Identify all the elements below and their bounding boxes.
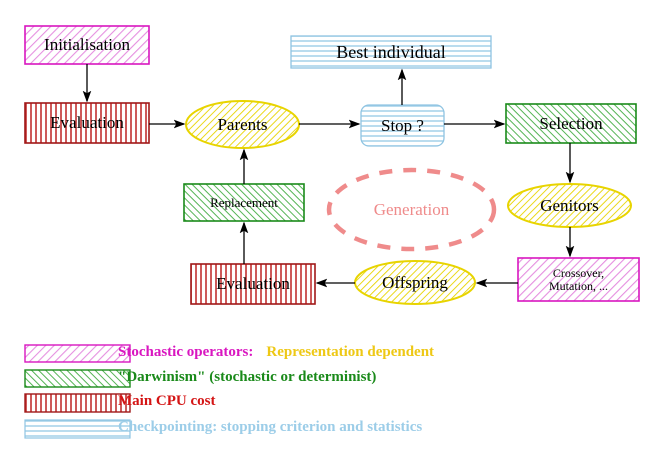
legend-cpu-primary: Main CPU cost: [118, 393, 216, 409]
node-replacement: [183, 183, 305, 222]
legend-row-checkpoint: Checkpointing: stopping criterion and st…: [118, 419, 422, 436]
legend-darwinism-primary: "Darwinism" (stochastic or determinist): [118, 369, 377, 385]
legend-swatch-cpu: [24, 393, 131, 413]
legend-row-stochastic: Stochastic operators: Representation depe…: [118, 344, 434, 361]
legend-swatch-checkpoint: [24, 419, 131, 439]
node-stop: [360, 104, 445, 147]
node-evaluation-bottom: [190, 263, 316, 305]
legend-row-darwinism: "Darwinism" (stochastic or determinist): [118, 369, 376, 386]
node-genitors: [507, 183, 632, 228]
node-generation: [326, 167, 497, 252]
legend-stochastic-secondary: Representation dependent: [266, 344, 435, 360]
legend-row-cpu: Main CPU cost: [118, 393, 216, 410]
node-initialisation: [24, 25, 150, 65]
node-offspring: [354, 260, 476, 305]
legend-swatch-stochastic: [24, 344, 131, 363]
node-best-individual: [290, 35, 492, 69]
legend-swatch-darwinism: [24, 369, 131, 388]
node-selection: [505, 103, 637, 144]
node-crossover-mutation: [517, 257, 640, 302]
node-evaluation-top: [24, 102, 150, 144]
legend-checkpoint-primary: Checkpointing: stopping criterion and st…: [118, 419, 423, 435]
node-parents: [185, 100, 300, 149]
legend-stochastic-primary: Stochastic operators:: [118, 344, 254, 360]
